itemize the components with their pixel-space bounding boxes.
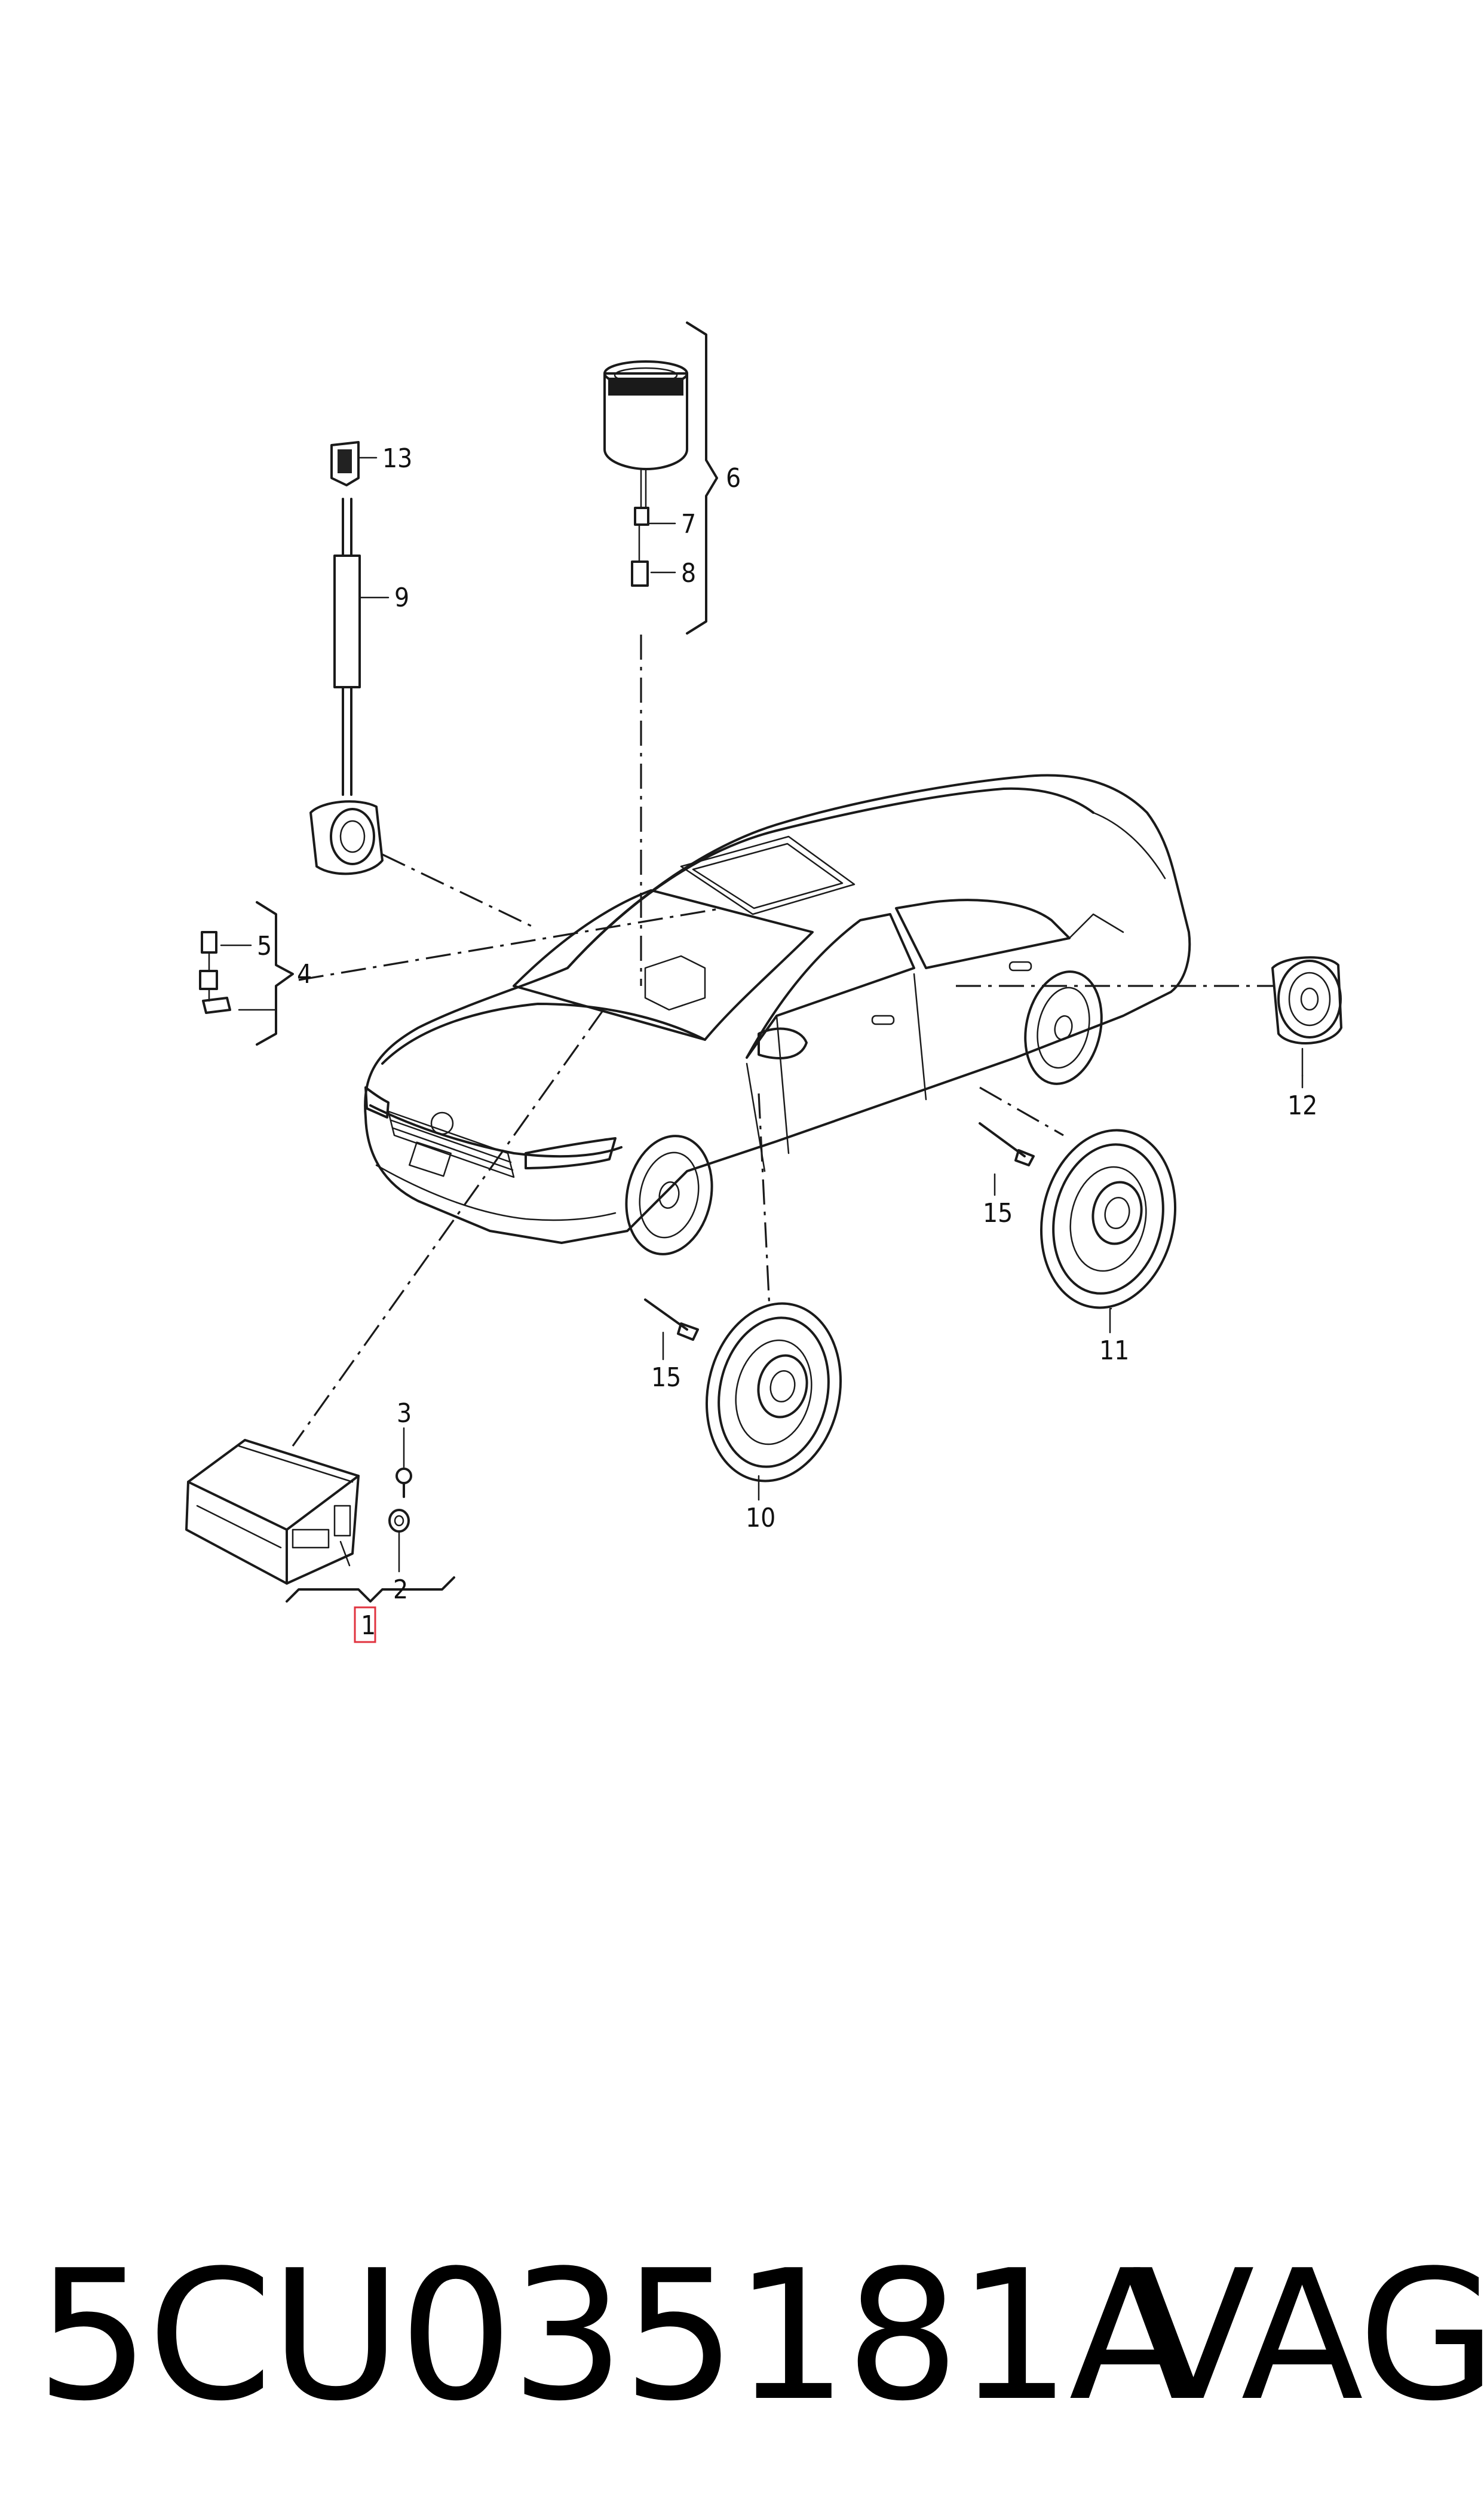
part-number: 5CU035181A [36, 2232, 1191, 2440]
leader-lines [292, 635, 1278, 1447]
callout-9: 9 [394, 583, 409, 613]
part-1-control-unit [185, 1439, 360, 1585]
callout-2: 2 [393, 1574, 408, 1605]
part-2-nut [388, 1509, 410, 1533]
callout-5: 5 [257, 931, 272, 961]
callout-3: 3 [397, 1398, 412, 1429]
callout-8: 8 [681, 558, 696, 589]
callout-1-highlight-box [354, 1606, 376, 1643]
callout-leaders [220, 457, 1304, 1573]
callout-12: 12 [1287, 1090, 1317, 1121]
part-15-rivet-lower [644, 1298, 699, 1341]
bracket-6 [686, 321, 718, 635]
callout-11: 11 [1099, 1335, 1129, 1366]
part-15-rivet-upper [979, 1122, 1035, 1166]
part-10-speaker [705, 1302, 842, 1482]
part-5-connector [199, 931, 231, 1014]
rear-wheel [1024, 970, 1103, 1085]
part-13-cap [330, 441, 360, 486]
bracket-1 [286, 1576, 455, 1603]
part-6-assembly [603, 360, 688, 587]
bracket-4 [256, 901, 294, 1046]
callout-7: 7 [681, 509, 696, 540]
front-wheel [625, 1135, 713, 1255]
callout-15-lower: 15 [651, 1362, 681, 1393]
part-3-screw [395, 1468, 412, 1498]
callout-15-upper: 15 [983, 1198, 1013, 1229]
callout-10: 10 [746, 1503, 775, 1533]
callout-1: 1 [361, 1610, 376, 1641]
tweeter-upper [309, 800, 384, 875]
callout-6: 6 [726, 463, 741, 494]
callout-labels: 13 9 6 7 8 5 4 12 15 11 15 10 3 2 1 [257, 443, 1317, 1643]
brand-label: VAG [1132, 2232, 1484, 2440]
part-12-speaker [1271, 956, 1342, 1077]
part-9-antenna-rod [333, 498, 361, 796]
car-body [364, 774, 1191, 1255]
part-11-speaker [1040, 1129, 1177, 1310]
callout-4: 4 [297, 959, 312, 990]
callout-13: 13 [382, 443, 412, 474]
